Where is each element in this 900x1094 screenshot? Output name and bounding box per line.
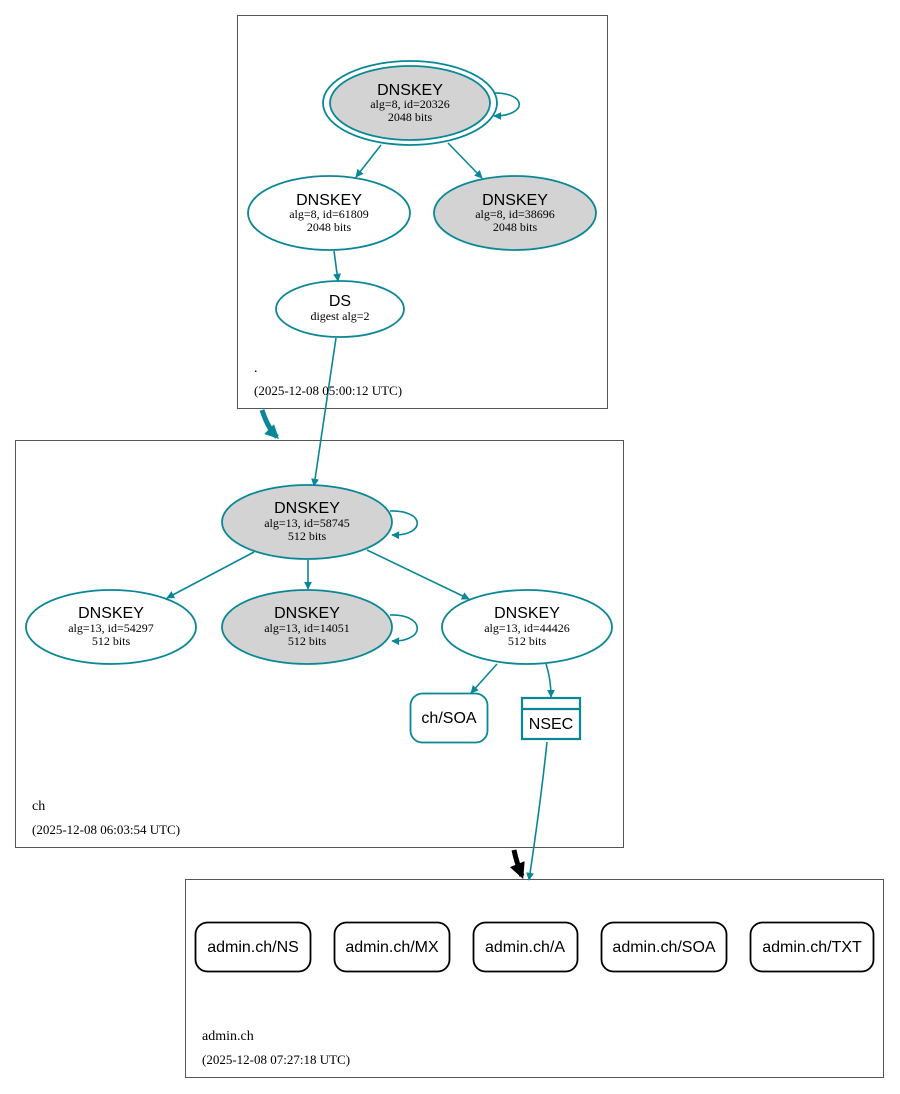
- ch-key-44426-type: DNSKEY: [494, 605, 560, 622]
- edge-ch-k3-nsec: [545, 663, 555, 698]
- edge-nsec-admin: [526, 741, 548, 881]
- zone-ch: [15, 440, 624, 848]
- ch-key-14051-bits: 512 bits: [288, 634, 327, 648]
- nsec-label: NSEC: [529, 716, 573, 733]
- edge-delegation-root-ch: [259, 409, 279, 439]
- root-ds-node[interactable]: DS digest alg=2: [275, 280, 405, 338]
- root-ds-type: DS: [329, 293, 351, 310]
- root-zsk2-bits: 2048 bits: [493, 220, 538, 234]
- admin-txt-label: admin.ch/TXT: [762, 939, 862, 956]
- zone-root-name: .: [254, 361, 258, 376]
- ch-soa-label: ch/SOA: [421, 710, 476, 727]
- admin-a-label: admin.ch/A: [485, 939, 565, 956]
- zone-root-timestamp: (2025-12-08 05:00:12 UTC): [254, 383, 402, 398]
- zone-root: [237, 15, 608, 409]
- edge-root-ksk-zsk2: [447, 142, 483, 179]
- admin-ns-label: admin.ch/NS: [207, 939, 299, 956]
- root-zsk1-node[interactable]: DNSKEY alg=8, id=61809 2048 bits: [247, 175, 411, 251]
- ch-ksk-type: DNSKEY: [274, 500, 340, 517]
- zone-admin-ch: [185, 879, 884, 1078]
- zone-admin-name: admin.ch: [202, 1029, 254, 1044]
- zone-admin-timestamp: (2025-12-08 07:27:18 UTC): [202, 1052, 350, 1067]
- admin-mx-label: admin.ch/MX: [345, 939, 439, 956]
- root-ksk-bits: 2048 bits: [388, 110, 433, 124]
- ch-soa-node[interactable]: ch/SOA: [409, 692, 489, 744]
- root-zsk2-node[interactable]: DNSKEY alg=8, id=38696 2048 bits: [433, 175, 597, 251]
- edge-ch-k2-self: [389, 614, 419, 646]
- edge-ds-ch-ksk: [311, 337, 337, 487]
- ch-key-14051-type: DNSKEY: [274, 605, 340, 622]
- ch-key-44426-node[interactable]: DNSKEY alg=13, id=44426 512 bits: [441, 589, 613, 665]
- ch-key-54297-node[interactable]: DNSKEY alg=13, id=54297 512 bits: [25, 589, 197, 665]
- zone-ch-timestamp: (2025-12-08 06:03:54 UTC): [32, 822, 180, 837]
- ch-ksk-info: alg=13, id=58745: [264, 516, 350, 530]
- edge-zsk1-ds: [333, 250, 342, 282]
- root-zsk1-info: alg=8, id=61809: [289, 207, 369, 221]
- admin-ns-record[interactable]: admin.ch/NS: [194, 921, 312, 973]
- ch-key-14051-node[interactable]: DNSKEY alg=13, id=14051 512 bits: [221, 589, 393, 665]
- zone-ch-name: ch: [32, 799, 45, 814]
- ch-key-44426-info: alg=13, id=44426: [484, 621, 570, 635]
- edge-root-ksk-zsk1: [355, 144, 382, 178]
- admin-mx-record[interactable]: admin.ch/MX: [333, 921, 451, 973]
- admin-txt-record[interactable]: admin.ch/TXT: [749, 921, 875, 973]
- admin-soa-record[interactable]: admin.ch/SOA: [600, 921, 728, 973]
- root-zsk1-bits: 2048 bits: [307, 220, 352, 234]
- ch-key-14051-info: alg=13, id=14051: [264, 621, 350, 635]
- nsec-node[interactable]: NSEC: [520, 696, 582, 741]
- edge-ch-ksk-k1: [166, 551, 255, 599]
- root-ksk-info: alg=8, id=20326: [370, 97, 450, 111]
- root-zsk2-type: DNSKEY: [482, 192, 548, 209]
- ch-key-54297-type: DNSKEY: [78, 605, 144, 622]
- ch-ksk-node[interactable]: DNSKEY alg=13, id=58745 512 bits: [221, 484, 393, 560]
- admin-soa-label: admin.ch/SOA: [612, 939, 715, 956]
- ch-key-54297-bits: 512 bits: [92, 634, 131, 648]
- edge-ch-ksk-self: [389, 510, 419, 540]
- edge-ch-k3-soa: [470, 663, 498, 694]
- ch-key-44426-bits: 512 bits: [508, 634, 547, 648]
- edge-ch-ksk-k3: [366, 549, 470, 600]
- ch-key-54297-info: alg=13, id=54297: [68, 621, 154, 635]
- ch-ksk-bits: 512 bits: [288, 529, 327, 543]
- root-zsk1-type: DNSKEY: [296, 192, 362, 209]
- root-zsk2-info: alg=8, id=38696: [475, 207, 555, 221]
- edge-root-ksk-self: [491, 92, 521, 120]
- edge-delegation-ch-admin: [509, 849, 525, 879]
- admin-a-record[interactable]: admin.ch/A: [472, 921, 579, 973]
- root-ds-info: digest alg=2: [310, 309, 369, 323]
- root-ksk-node[interactable]: DNSKEY alg=8, id=20326 2048 bits: [322, 60, 498, 146]
- root-ksk-type: DNSKEY: [377, 82, 443, 99]
